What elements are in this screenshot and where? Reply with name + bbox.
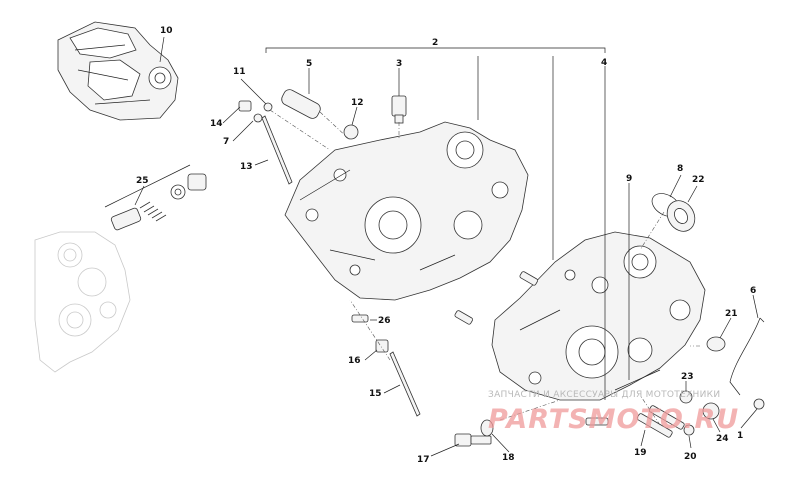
callout-7: 7 <box>223 137 229 147</box>
callout-14: 14 <box>210 119 223 129</box>
filter-assembly <box>104 164 207 231</box>
callout-12: 12 <box>351 98 364 108</box>
callout-23: 23 <box>681 372 694 382</box>
callout-8: 8 <box>677 164 683 174</box>
callout-18: 18 <box>502 453 515 463</box>
leader-lines <box>134 36 759 457</box>
callout-25: 25 <box>136 176 149 186</box>
engine-thumbnail <box>57 21 179 121</box>
right-crankcase-half <box>491 231 706 401</box>
callout-19: 19 <box>634 448 647 458</box>
callout-16: 16 <box>348 356 361 366</box>
left-crankcase-half <box>284 121 529 301</box>
assembly-axis-lines <box>269 109 700 426</box>
callout-1: 1 <box>737 431 743 441</box>
callout-2: 2 <box>432 38 438 48</box>
callout-10: 10 <box>160 26 173 36</box>
callout-6: 6 <box>750 286 756 296</box>
callout-13: 13 <box>240 162 253 172</box>
callout-4: 4 <box>601 58 607 68</box>
callout-15: 15 <box>369 389 382 399</box>
callout-11: 11 <box>233 67 246 77</box>
small-parts <box>238 89 765 447</box>
callout-9: 9 <box>626 174 632 184</box>
watermark-logo: PARTSMOTO.RU <box>488 404 739 435</box>
callout-3: 3 <box>396 59 402 69</box>
bracket-2 <box>265 47 606 53</box>
callout-26: 26 <box>378 316 391 326</box>
callout-20: 20 <box>684 452 697 462</box>
callout-numbers: 2 3 4 5 10 11 12 14 7 13 8 9 22 25 6 21 … <box>136 26 756 465</box>
callout-5: 5 <box>306 59 312 69</box>
watermark-tagline: ЗАПЧАСТИ И АКСЕССУАРЫ ДЛЯ МОТОТЕХНИКИ <box>488 390 720 400</box>
callout-24: 24 <box>716 434 729 444</box>
callout-21: 21 <box>725 309 738 319</box>
reference-crankcase-outline <box>34 231 131 373</box>
callout-22: 22 <box>692 175 705 185</box>
callout-17: 17 <box>417 455 430 465</box>
